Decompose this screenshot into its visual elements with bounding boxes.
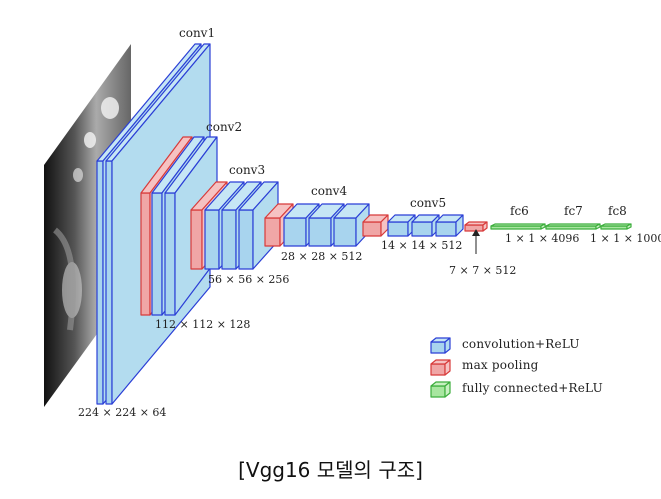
pool4-layer (362, 214, 389, 237)
pool5-arrow (472, 229, 480, 254)
conv5-layer-b (411, 214, 440, 237)
label-conv4: conv4 (311, 184, 348, 198)
legend-conv-label: convolution+ReLU (462, 337, 580, 351)
label-conv1: conv1 (179, 26, 216, 40)
dim-224: 224 × 224 × 64 (78, 406, 167, 419)
label-fc7: fc7 (564, 204, 583, 218)
pool5-layer (464, 221, 488, 232)
label-fc6: fc6 (510, 204, 529, 218)
legend-fc-label: fully connected+ReLU (462, 381, 603, 395)
dim-112: 112 × 112 × 128 (155, 318, 251, 331)
legend-pool-swatch (430, 359, 451, 376)
dim-1000: 1 × 1 × 1000 (590, 232, 661, 245)
dim-4096: 1 × 1 × 4096 (505, 232, 580, 245)
label-conv5: conv5 (410, 196, 447, 210)
layer-blocks (96, 43, 632, 405)
dim-7: 7 × 7 × 512 (449, 264, 517, 277)
fc7-layer (545, 223, 601, 230)
dim-56: 56 × 56 × 256 (208, 273, 290, 286)
legend-swatches (430, 337, 451, 398)
conv5-layer-a (387, 214, 416, 237)
legend-pool-label: max pooling (462, 358, 539, 372)
label-conv2: conv2 (206, 120, 243, 134)
figure-caption: [Vgg16 모델의 구조] (238, 458, 423, 482)
legend-fc-swatch (430, 381, 451, 398)
fc8-layer (600, 223, 632, 230)
conv5-layer-c (435, 214, 464, 237)
fc6-layer (490, 223, 546, 230)
legend-conv-swatch (430, 337, 451, 354)
dim-28: 28 × 28 × 512 (281, 250, 363, 263)
label-conv3: conv3 (229, 163, 266, 177)
label-fc8: fc8 (608, 204, 627, 218)
dim-14: 14 × 14 × 512 (381, 239, 463, 252)
